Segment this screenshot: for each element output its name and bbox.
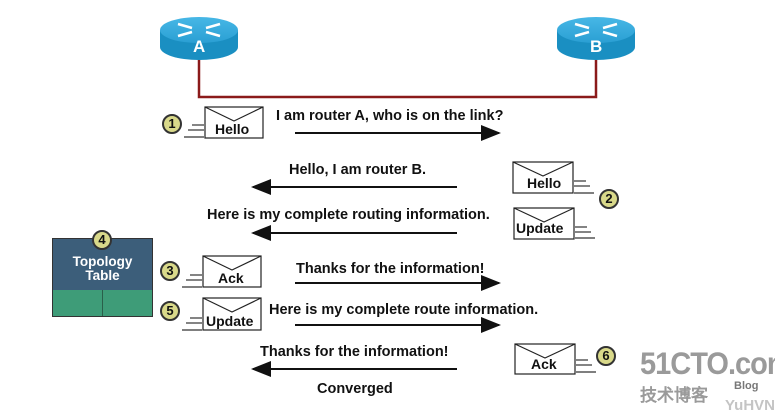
envelope-icon — [513, 207, 595, 240]
network-link — [197, 60, 598, 99]
watermark-logo: 51CTO.com — [640, 346, 775, 382]
watermark-domain: YuHVN.com — [725, 397, 775, 414]
step-badge-3: 3 — [160, 261, 180, 281]
message-step-6: Thanks for the information! — [260, 344, 449, 360]
message-step-3: Thanks for the information! — [296, 261, 485, 277]
router-b-icon — [557, 17, 635, 60]
message-step-5: Here is my complete route information. — [269, 302, 539, 318]
router-a-label: A — [193, 37, 206, 56]
topology-table-divider — [102, 290, 103, 316]
envelope-icon — [184, 106, 264, 139]
envelope-icon — [512, 161, 594, 194]
envelope-icon — [182, 255, 262, 288]
topology-table: Topology Table — [52, 238, 153, 317]
step-badge-5: 5 — [160, 301, 180, 321]
step-badge-6: 6 — [596, 346, 616, 366]
router-a-icon — [160, 17, 238, 60]
topology-table-title: Topology Table — [53, 255, 152, 283]
packet-label-update: Update — [206, 313, 254, 329]
packet-label-hello: Hello — [527, 175, 562, 191]
watermark-chinese: 技术博客 — [640, 386, 708, 405]
packet-label-hello: Hello — [215, 121, 250, 137]
envelope-icon — [514, 343, 596, 375]
topology-title-line2: Table — [85, 268, 120, 283]
message-step-2-hello: Hello, I am router B. — [289, 162, 426, 178]
packet-label-update: Update — [516, 220, 564, 236]
message-step-2-update: Here is my complete routing information. — [207, 207, 490, 223]
watermark-blog: Blog — [734, 380, 759, 392]
router-b-label: B — [590, 37, 603, 56]
envelope-icon — [182, 297, 262, 331]
step-badge-4: 4 — [92, 230, 112, 250]
topology-table-header: Topology Table — [53, 239, 152, 290]
converged-status: Converged — [317, 381, 393, 397]
step-badge-2: 2 — [599, 189, 619, 209]
step-badge-1: 1 — [162, 114, 182, 134]
packet-label-ack: Ack — [218, 270, 244, 286]
packet-label-ack: Ack — [531, 356, 557, 372]
topology-title-line1: Topology — [72, 254, 133, 269]
message-step-1: I am router A, who is on the link? — [276, 108, 504, 124]
